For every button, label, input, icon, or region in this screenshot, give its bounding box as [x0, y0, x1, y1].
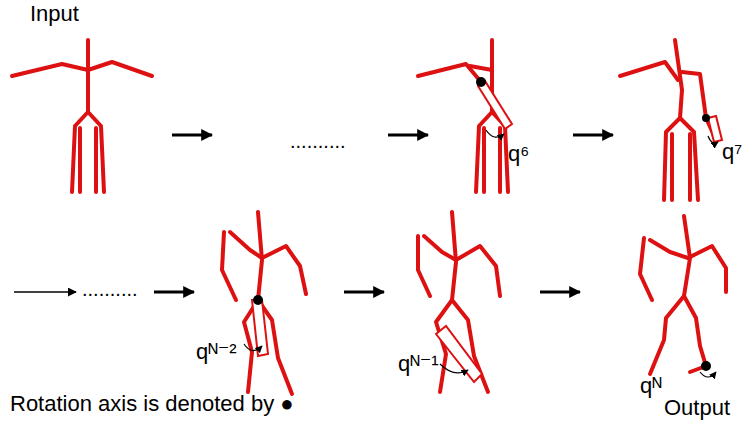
- angle-arcs: [244, 130, 718, 377]
- rotation-axis-dot: [253, 77, 711, 371]
- rotated-limb: [252, 81, 722, 382]
- legend-note: Rotation axis is denoted by ●: [10, 392, 294, 416]
- angle-label: q⁶: [508, 142, 529, 166]
- ellipsis: ..........: [82, 278, 138, 300]
- angle-label: qᴺ: [640, 374, 662, 398]
- angle-label: q⁷: [722, 140, 742, 164]
- figure-title: Output: [664, 396, 730, 420]
- stick-figures: [12, 40, 726, 394]
- ellipsis: ..........: [290, 130, 346, 152]
- figure-title: Input: [30, 2, 79, 26]
- angle-label: qᴺ⁻²: [196, 340, 237, 364]
- angle-label: qᴺ⁻¹: [398, 352, 439, 376]
